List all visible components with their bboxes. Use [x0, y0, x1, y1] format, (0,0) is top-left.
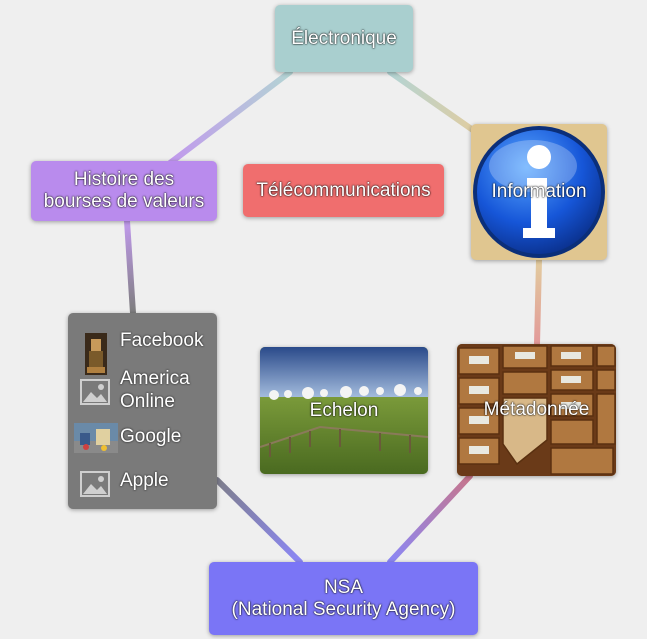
node-echelon[interactable]: Echelon [260, 347, 428, 474]
node-electronique[interactable]: Électronique [275, 5, 413, 72]
node-metadonnee-label: Métadonnée [483, 399, 590, 420]
edge-list-nsa [214, 477, 303, 565]
edge-metadonnee-nsa [387, 473, 473, 565]
list-item-label: America Online [120, 368, 190, 412]
google-photo-icon [74, 423, 118, 453]
node-electronique-label: Électronique [291, 27, 397, 49]
list-item[interactable]: Facebook [68, 327, 217, 375]
image-placeholder-icon [80, 471, 110, 497]
facebook-photo-icon [85, 333, 107, 375]
list-item[interactable]: Apple [68, 467, 217, 497]
node-histoire-bourses[interactable]: Histoire des bourses de valeurs [31, 161, 217, 221]
card-catalog-photo [457, 344, 616, 476]
edge-histoire-list [124, 218, 136, 316]
edge-histoire-electronique [167, 69, 293, 166]
node-information[interactable]: Information [471, 124, 607, 260]
list-item[interactable]: America Online [68, 367, 217, 415]
node-metadonnee[interactable]: Métadonnée [457, 344, 616, 476]
node-histoire-label: Histoire des bourses de valeurs [43, 169, 205, 212]
edge-information-metadonnee [534, 257, 542, 347]
node-information-label: Information [491, 181, 587, 202]
node-echelon-label: Echelon [309, 399, 379, 421]
echelon-photo [260, 347, 428, 474]
list-item-label: Facebook [120, 330, 204, 351]
node-nsa-title: NSA [323, 576, 364, 598]
list-item[interactable]: Google [68, 423, 217, 453]
list-item-label: Google [120, 426, 182, 447]
node-nsa[interactable]: NSA (National Security Agency) [209, 562, 478, 635]
nsa-partners-list: Facebook America Online Google Apple [68, 313, 217, 509]
node-telecom-label: Télécommunications [256, 179, 431, 201]
image-placeholder-icon [80, 379, 110, 405]
edge-electronique-information [387, 69, 483, 138]
node-nsa-subtitle: (National Security Agency) [231, 598, 456, 620]
list-item-label: Apple [120, 470, 169, 491]
node-telecommunications[interactable]: Télécommunications [243, 164, 444, 217]
information-icon [473, 126, 605, 258]
